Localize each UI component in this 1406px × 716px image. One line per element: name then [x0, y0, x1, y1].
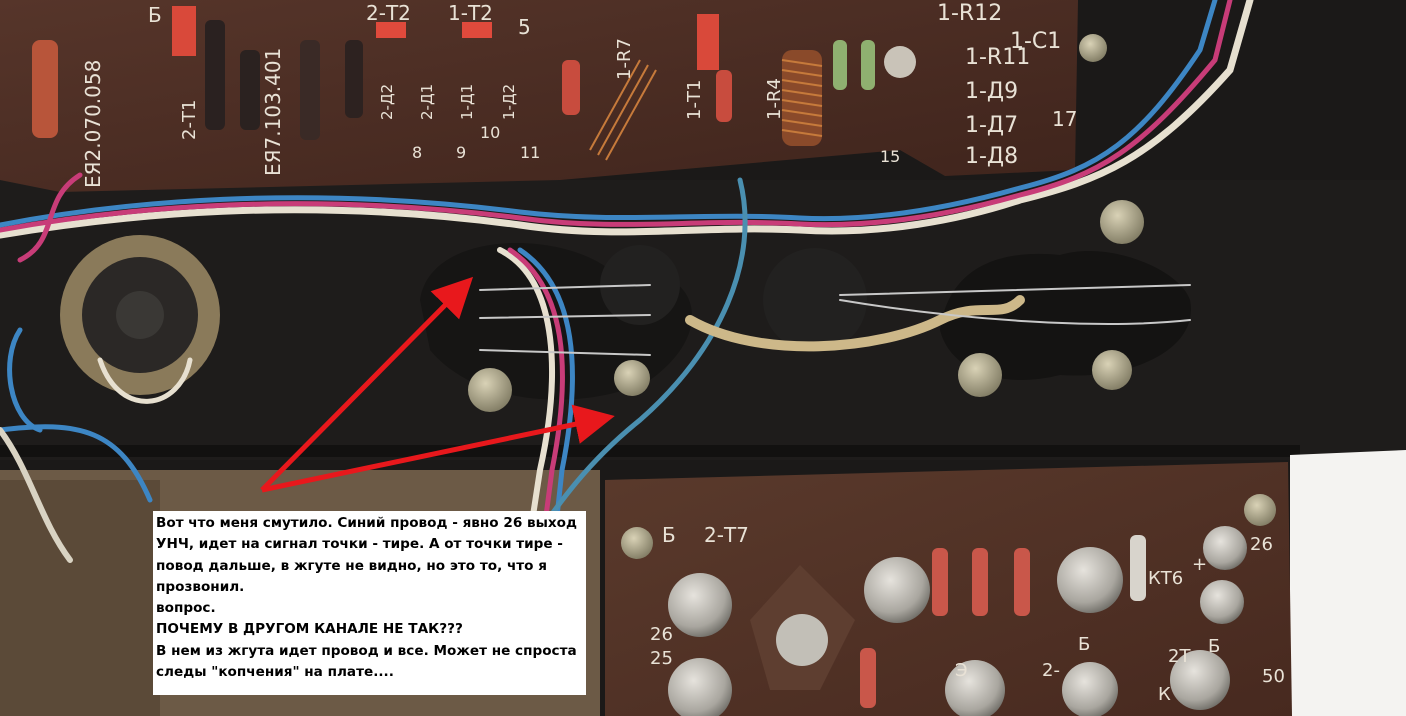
- caption-paragraph: ПОЧЕМУ В ДРУГОМ КАНАЛЕ НЕ ТАК???: [156, 621, 463, 638]
- label-17: 17: [1052, 107, 1077, 131]
- power-transistor-middle: [763, 248, 867, 352]
- label-5: 5: [518, 15, 531, 39]
- label-1-c1: 1-С1: [1010, 29, 1061, 54]
- label-1-r11: 1-R11: [965, 45, 1030, 70]
- white-background-corner: [1290, 450, 1406, 716]
- label-lower-26b: 26: [1250, 534, 1273, 555]
- label-lower-25: 25: [650, 648, 673, 669]
- label-2-t7: 2-Т7: [704, 523, 749, 547]
- label-1-d7: 1-Д7: [965, 113, 1018, 138]
- label-1-t2: 1-Т2: [448, 1, 493, 25]
- label-part-ya2: ЕЯ2.070.058: [81, 60, 105, 188]
- label-lower-k: К: [1158, 684, 1171, 705]
- label-lower-e: Э: [955, 660, 968, 681]
- label-pin-9: 9: [456, 143, 466, 162]
- label-pin-15: 15: [880, 147, 900, 166]
- label-2-t1: 2-Т1: [179, 100, 200, 140]
- resistor-ya2: [32, 40, 58, 138]
- label-b: Б: [148, 3, 162, 27]
- label-pin-11: 11: [520, 143, 540, 162]
- power-transistor-right: [940, 200, 1191, 397]
- label-lower-2: 2-: [1042, 660, 1060, 681]
- upper-circuit-board: 1-R12 1-С1 1-R11 1-Д9 1-Д7 1-Д8 17 2-Т2 …: [0, 0, 1107, 192]
- label-lower-b: Б: [662, 523, 676, 547]
- label-1-r12: 1-R12: [937, 1, 1002, 26]
- label-2-d1: 2-Д1: [418, 84, 436, 120]
- red-capacitor: [172, 6, 196, 56]
- left-tube-socket: [60, 235, 220, 395]
- label-1-t1: 1-Т1: [684, 80, 705, 120]
- caption-paragraph: вопрос.: [156, 600, 216, 617]
- label-lower-kt6: КТ6: [1148, 568, 1183, 589]
- caption-paragraph: Вот что меня смутило. Синий провод - явн…: [156, 515, 577, 595]
- label-2-t2: 2-Т2: [366, 1, 411, 25]
- wire-harness: [0, 0, 1254, 603]
- red-arrow-to-transistor: [260, 276, 474, 492]
- label-1-r7: 1-R7: [614, 38, 635, 80]
- label-lower-2t: 2Т: [1168, 646, 1191, 667]
- label-1-d8: 1-Д8: [965, 144, 1018, 169]
- label-lower-26: 26: [650, 624, 673, 645]
- label-lower-50: 50: [1262, 666, 1285, 687]
- red-arrow-to-wire: [261, 404, 615, 493]
- label-pin-8: 8: [412, 143, 422, 162]
- transistor-cans: [668, 526, 1247, 716]
- label-lower-b3: Б: [1208, 636, 1220, 657]
- annotation-caption-box: Вот что меня смутило. Синий провод - явн…: [153, 511, 586, 695]
- label-lower-plus: +: [1192, 554, 1207, 575]
- lower-circuit-board: Б 2-Т7 26 25 Б Б Э 2- 2Т К КТ6 26 50 +: [605, 462, 1292, 716]
- label-pin-10: 10: [480, 123, 500, 142]
- label-1-d9: 1-Д9: [965, 79, 1018, 104]
- label-1-d2: 1-Д2: [500, 84, 518, 120]
- label-lower-b2: Б: [1078, 634, 1090, 655]
- label-1-d1: 1-Д1: [458, 84, 476, 120]
- label-1-r4: 1-R4: [764, 78, 785, 120]
- caption-paragraph: В нем из жгута идет провод и все. Может …: [156, 642, 577, 681]
- label-2-d2: 2-Д2: [378, 84, 396, 120]
- annotation-arrows: [260, 276, 615, 493]
- label-part-ya7: ЕЯ7.103.401: [261, 48, 285, 176]
